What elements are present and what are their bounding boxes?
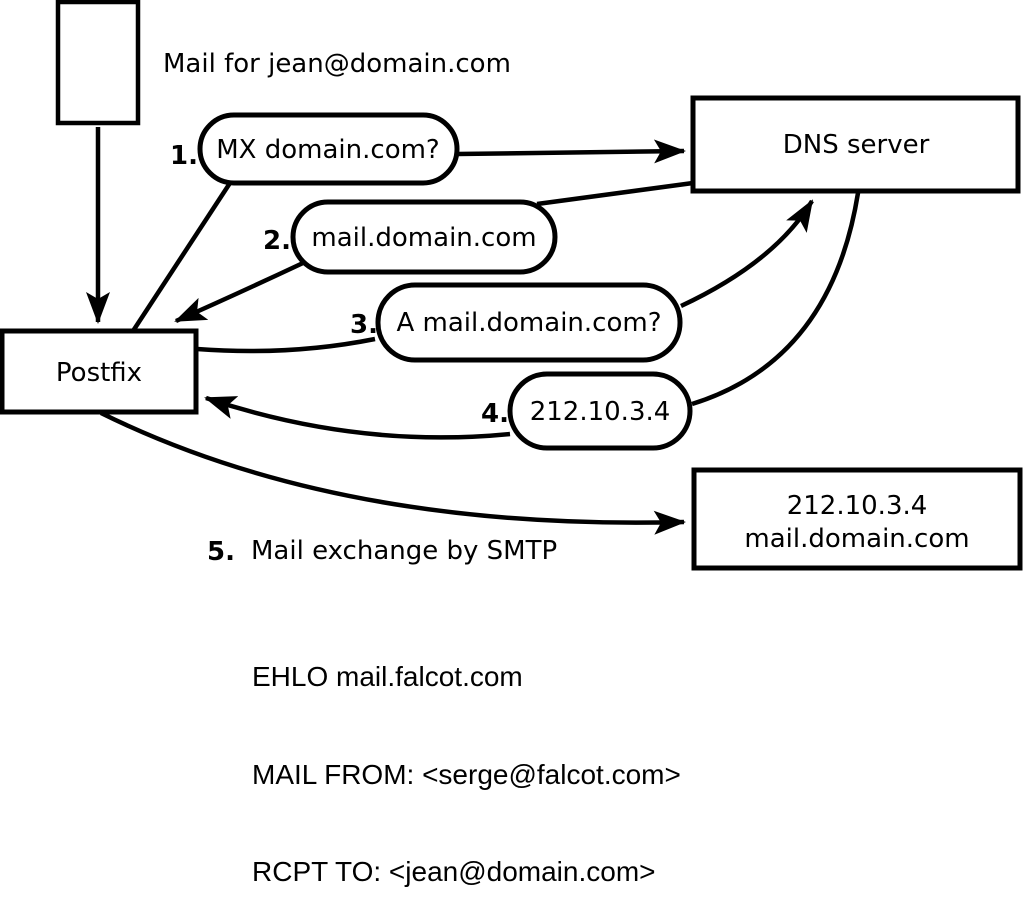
mail-server-hostname-label: mail.domain.com [744, 524, 969, 554]
query3-label: A mail.domain.com? [397, 308, 662, 338]
postfix-node [0, 328, 199, 415]
mail-server-ip-label: 212.10.3.4 [787, 491, 928, 521]
step2-number: 2. [263, 226, 291, 256]
reply4-label: 212.10.3.4 [530, 397, 671, 427]
arrow-reply2-to-postfix [174, 260, 304, 324]
query3-pill [375, 282, 683, 363]
arrow-query1-to-dns [456, 139, 686, 164]
smtp-line-ehlo: EHLO mail.falcot.com [252, 661, 523, 692]
step5-label: Mail exchange by SMTP [251, 536, 557, 566]
connector-dns-to-reply2 [536, 180, 694, 207]
smtp-line-rcpt-to: RCPT TO: <jean@domain.com> [252, 856, 656, 887]
smtp-session-text: EHLO mail.falcot.com MAIL FROM: <serge@f… [252, 596, 732, 919]
connector-postfix-to-query3 [196, 336, 376, 354]
arrow-postfix-to-mailserver [100, 410, 686, 535]
postfix-label: Postfix [56, 358, 142, 388]
arrow-reply4-to-postfix [204, 395, 511, 440]
reply2-label: mail.domain.com [311, 223, 536, 253]
step4-number: 4. [481, 399, 509, 429]
connector-postfix-to-query1 [131, 181, 232, 333]
query1-label: MX domain.com? [216, 135, 439, 165]
reply4-pill [507, 371, 693, 451]
reply2-pill [290, 199, 558, 275]
step5-number: 5. [207, 537, 235, 567]
mail-message-node [55, 0, 141, 126]
step1-number: 1. [170, 141, 198, 171]
step3-number: 3. [350, 310, 378, 340]
smtp-line-mail-from: MAIL FROM: <serge@falcot.com> [252, 758, 681, 790]
diagram-title: Mail for jean@domain.com [163, 49, 511, 79]
query1-pill [197, 112, 460, 186]
connector-dns-to-reply4 [691, 192, 861, 407]
arrow-query3-to-dns [680, 199, 814, 309]
dns-server-label: DNS server [783, 130, 930, 160]
mail-server-node [691, 467, 1023, 571]
dns-server-node [690, 95, 1021, 194]
